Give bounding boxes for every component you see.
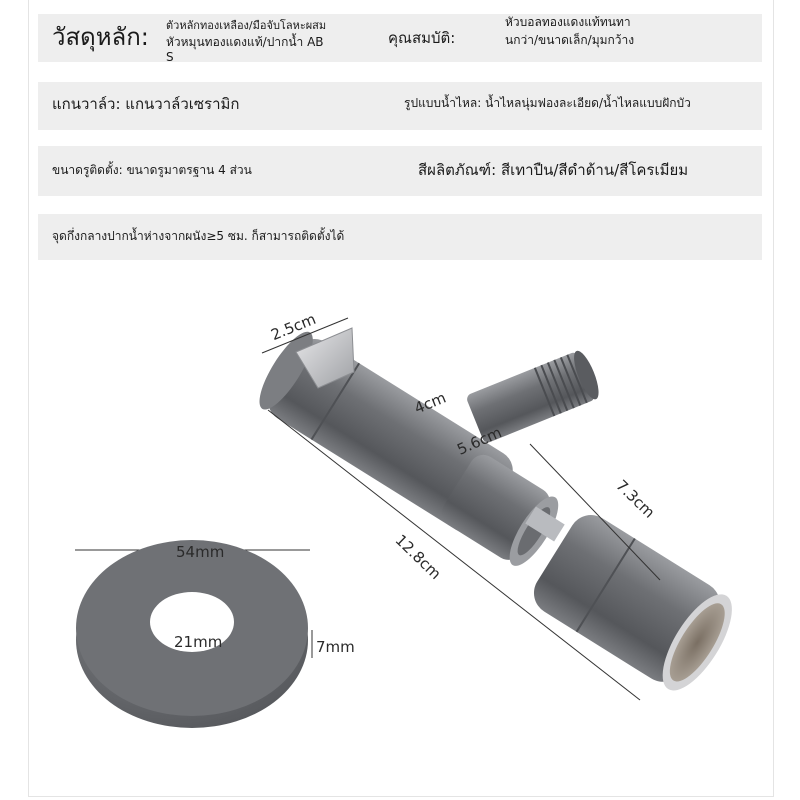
threaded-inlet <box>467 350 599 443</box>
material-value-line3: S <box>166 50 174 64</box>
flange-ring <box>76 540 308 728</box>
valve-product-illustration <box>75 317 732 728</box>
product-colors-text: สีผลิตภัณฑ์: สีเทาปืน/สีดำด้าน/สีโครเมีย… <box>418 161 689 179</box>
material-value-line2: หัวหมุนทองแดงแท้/ปากน้ำ AB <box>166 35 324 49</box>
valve-handle <box>295 327 355 389</box>
spec-row-install: ขนาดรูติดตั้ง: ขนาดรูมาตรฐาน 4 ส่วน สีผล… <box>38 146 762 196</box>
spec-row-material: วัสดุหลัก: ตัวหลักทองเหลือง/มือจับโลหะผส… <box>38 14 762 64</box>
dim-flange-hole: 21mm <box>174 633 223 651</box>
property-value-line1: หัวบอลทองแดงแท้ทนทา <box>505 15 631 29</box>
material-label: วัสดุหลัก: <box>52 23 149 51</box>
property-label: คุณสมบัติ: <box>388 29 456 47</box>
install-size-text: ขนาดรูติดตั้ง: ขนาดรูมาตรฐาน 4 ส่วน <box>52 163 252 177</box>
spec-row-valve: แกนวาล์ว: แกนวาล์วเซรามิก รูปแบบน้ำไหล: … <box>38 82 762 130</box>
flow-pattern-text: รูปแบบน้ำไหล: น้ำไหลนุ่มฟองละเอียด/น้ำไห… <box>404 96 691 110</box>
valve-core-text: แกนวาล์ว: แกนวาล์วเซรามิก <box>52 95 240 113</box>
swivel-stem <box>525 506 565 542</box>
page-frame <box>28 0 774 797</box>
dim-flange-thickness: 7mm <box>316 638 355 656</box>
material-value-line1: ตัวหลักทองเหลือง/มือจับโลหะผสม <box>166 19 327 32</box>
spec-row-note: จุดกึ่งกลางปากน้ำห่างจากผนัง≥5 ซม. ก็สาม… <box>38 214 762 260</box>
install-note-text: จุดกึ่งกลางปากน้ำห่างจากผนัง≥5 ซม. ก็สาม… <box>52 229 345 243</box>
outlet-head <box>533 515 732 691</box>
dim-flange-diameter: 54mm <box>176 543 225 561</box>
property-value-line2: นกว่า/ขนาดเล็ก/มุมกว้าง <box>505 33 635 47</box>
